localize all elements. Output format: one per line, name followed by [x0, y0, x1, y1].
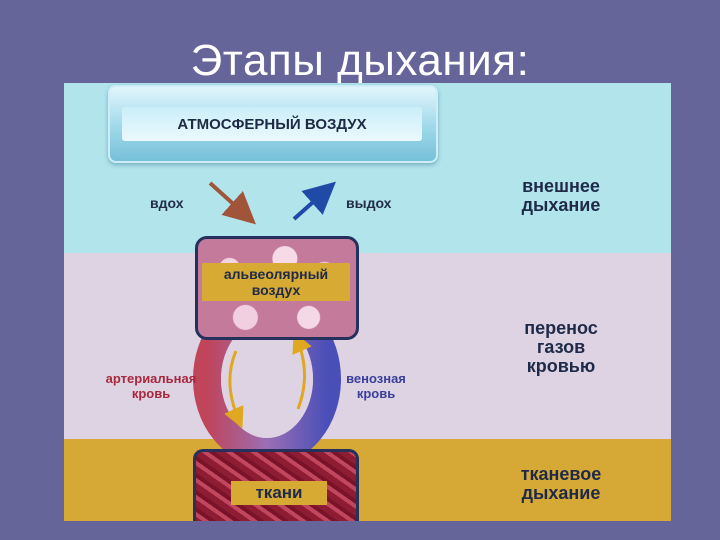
- exhale-arrow: [292, 181, 336, 221]
- stage-1-line1: внешнее: [522, 176, 600, 196]
- alveolar-air-label: альвеолярный воздух: [202, 263, 350, 301]
- arterial-label-line2: кровь: [131, 386, 171, 401]
- stage-gas-transport: перенос газов кровью: [486, 319, 636, 376]
- inhale-label: вдох: [150, 195, 184, 211]
- gas-transport-band: [64, 253, 671, 439]
- venous-flow-arrow: [292, 331, 312, 410]
- stage-2-line3: кровью: [526, 356, 596, 376]
- stage-1-line2: дыхание: [521, 195, 601, 215]
- slide-title: Этапы дыхания:: [190, 36, 530, 85]
- tissues-label: ткани: [231, 481, 327, 505]
- stage-3-line1: тканевое: [520, 464, 602, 484]
- arterial-blood-label: артериальная кровь: [96, 371, 206, 401]
- alveolar-label-line1: альвеолярный: [223, 266, 329, 282]
- stage-2-line1: перенос: [524, 318, 598, 338]
- atmosphere-label: АТМОСФЕРНЫЙ ВОЗДУХ: [122, 107, 422, 141]
- ring-and-arrows: [193, 181, 341, 466]
- exhale-label: выдох: [346, 195, 392, 211]
- arterial-label-line1: артериальная: [105, 371, 197, 386]
- venous-label-line2: кровь: [356, 386, 396, 401]
- inhale-arrow: [208, 181, 256, 225]
- stage-external-respiration: внешнее дыхание: [486, 177, 636, 215]
- atmosphere-box: АТМОСФЕРНЫЙ ВОЗДУХ: [108, 85, 438, 163]
- arterial-flow-arrow: [224, 350, 244, 429]
- respiration-diagram: АТМОСФЕРНЫЙ ВОЗДУХ вдох выдох: [64, 83, 671, 521]
- stage-3-line2: дыхание: [521, 483, 601, 503]
- venous-blood-label: венозная кровь: [336, 371, 416, 401]
- tissue-respiration-band: [64, 439, 671, 521]
- venous-label-line1: венозная: [346, 371, 406, 386]
- stage-tissue-respiration: тканевое дыхание: [486, 465, 636, 503]
- ring-hole: [221, 320, 313, 438]
- stage-2-line2: газов: [536, 337, 586, 357]
- alveolar-label-line2: воздух: [251, 282, 301, 298]
